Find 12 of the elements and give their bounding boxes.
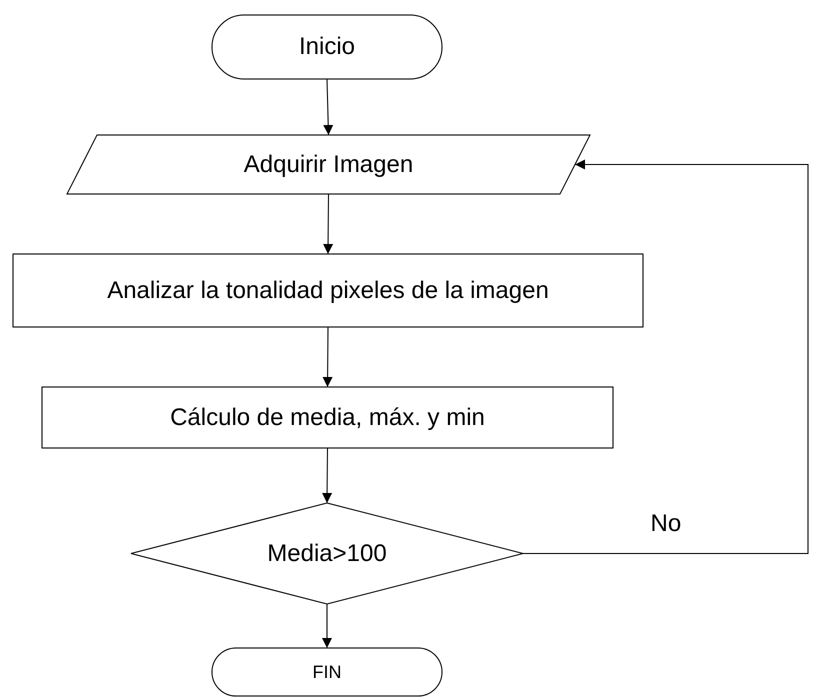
node-label: FIN [312,662,342,682]
node-label: Cálculo de media, máx. y min [170,404,485,432]
node-label: Adquirir Imagen [244,150,414,178]
node-label: Media>100 [267,540,387,568]
node-label: Inicio [298,33,356,61]
arrow [522,160,808,554]
arrow [322,326,333,388]
arrow [322,604,332,648]
arrow [323,78,334,136]
arrow [322,448,332,504]
arrow [323,194,334,254]
node-label: Analizar la tonalidad pixeles de la imagen [107,276,549,304]
